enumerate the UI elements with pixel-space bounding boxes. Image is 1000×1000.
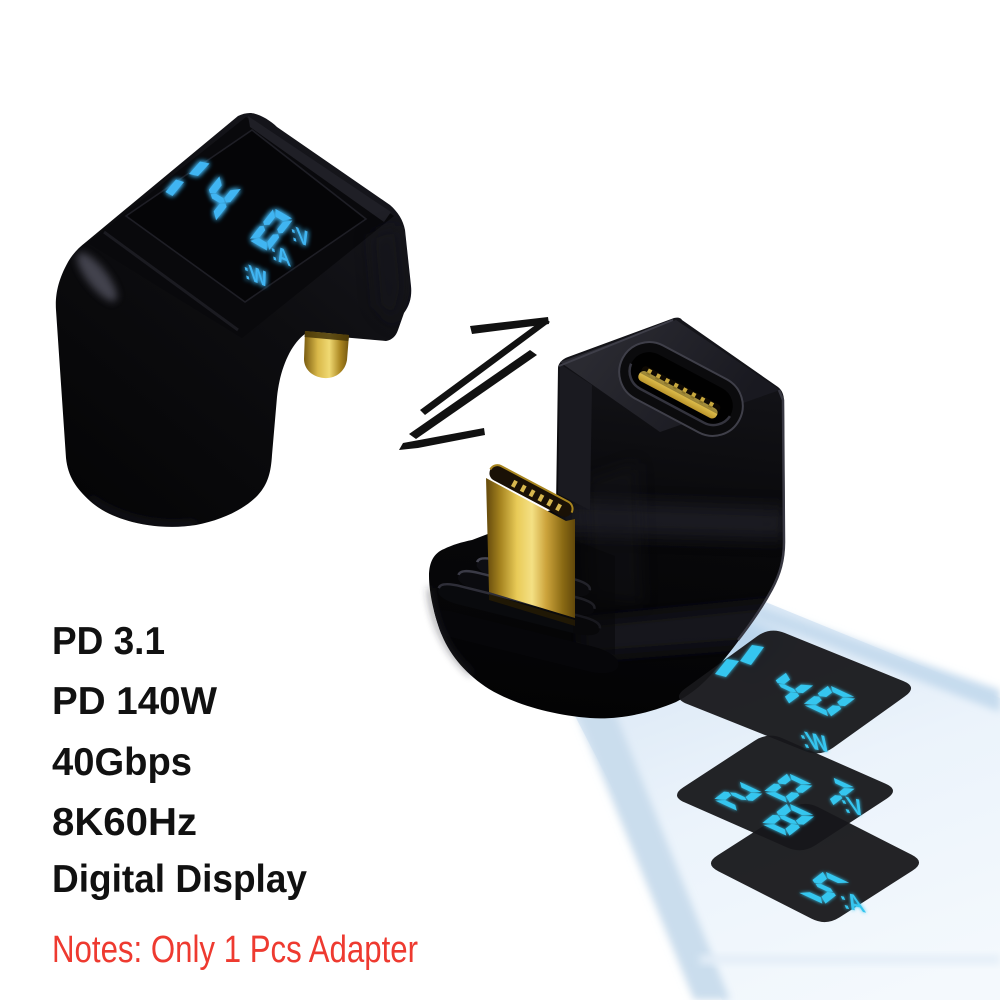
- svg-text:Digital Display: Digital Display: [52, 858, 307, 901]
- svg-text::V: :V: [288, 219, 312, 253]
- svg-text:8K60Hz: 8K60Hz: [52, 801, 197, 844]
- svg-text:PD 140W: PD 140W: [52, 680, 217, 723]
- svg-text:40Gbps: 40Gbps: [52, 741, 192, 784]
- svg-text:Notes: Only 1 Pcs Adapter: Notes: Only 1 Pcs Adapter: [52, 929, 418, 971]
- svg-text:PD 3.1: PD 3.1: [52, 620, 165, 663]
